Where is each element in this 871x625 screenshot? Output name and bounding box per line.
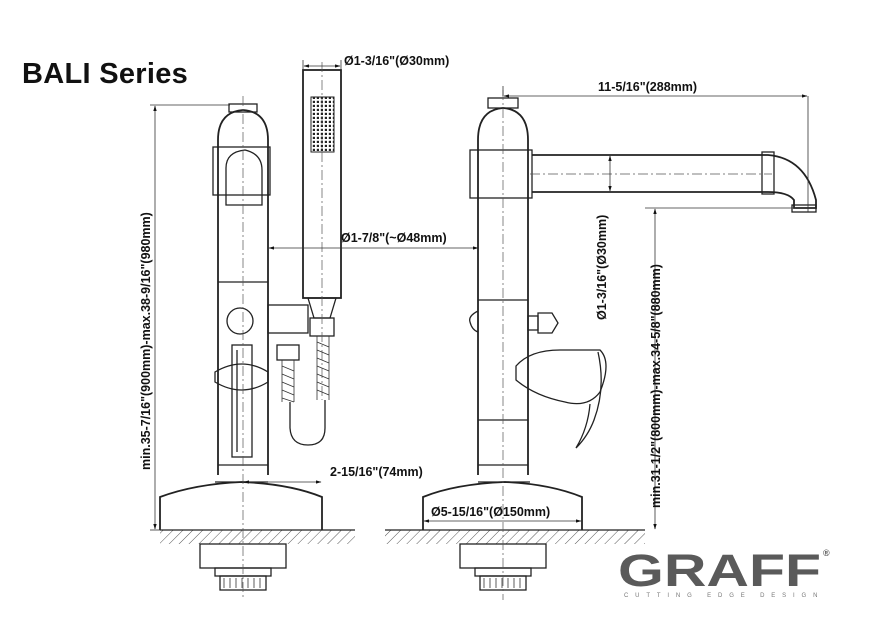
hose-left	[276, 336, 330, 446]
dim-spout-height: min.31-1/2"(800mm)-max.34-5/8"(880mm)	[645, 207, 796, 530]
body-right	[469, 90, 607, 600]
dim-shower-offset: 2-15/16"(74mm)	[243, 465, 423, 484]
floor-right	[385, 529, 645, 544]
dim-base-diameter-label: Ø5-15/16"(Ø150mm)	[431, 505, 550, 519]
hand-shower-left	[302, 62, 342, 400]
dim-shower-offset-label: 2-15/16"(74mm)	[330, 465, 423, 479]
left-view: min.35-7/16"(900mm)-max.38-9/16"(980mm) …	[139, 54, 479, 600]
dim-hand-shower: Ø1-3/16"(Ø30mm)	[302, 54, 449, 70]
dim-base-diameter: Ø5-15/16"(Ø150mm)	[423, 505, 582, 523]
dim-body-diameter: Ø1-7/8"(~Ø48mm)	[268, 231, 479, 250]
dim-spout-diameter-label: Ø1-3/16"(Ø30mm)	[595, 215, 609, 320]
dim-total-height: min.35-7/16"(900mm)-max.38-9/16"(980mm)	[139, 104, 230, 531]
graff-logo: GRAFF ® CUTTING EDGE DESIGN	[618, 545, 830, 599]
body-left	[212, 96, 309, 600]
dim-spout-reach: 11-5/16"(288mm)	[502, 80, 809, 212]
dim-spout-reach-label: 11-5/16"(288mm)	[598, 80, 697, 94]
logo-tagline: CUTTING EDGE DESIGN	[624, 593, 820, 599]
right-view: 11-5/16"(288mm) Ø1-3/16"(Ø30mm) min.31-1…	[385, 80, 817, 600]
floor-left	[160, 529, 355, 544]
dim-total-height-label: min.35-7/16"(900mm)-max.38-9/16"(980mm)	[139, 212, 153, 470]
page-title: BALI Series	[22, 58, 189, 90]
dim-body-diameter-label: Ø1-7/8"(~Ø48mm)	[341, 231, 447, 245]
dim-spout-height-label: min.31-1/2"(800mm)-max.34-5/8"(880mm)	[649, 264, 663, 508]
dim-hand-shower-label: Ø1-3/16"(Ø30mm)	[344, 54, 449, 68]
base-left	[159, 481, 323, 530]
logo-brand: GRAFF	[618, 545, 821, 596]
spout-right	[530, 151, 817, 213]
base-right	[422, 481, 583, 530]
logo-registered: ®	[823, 548, 830, 558]
dim-spout-diameter: Ø1-3/16"(Ø30mm)	[595, 155, 612, 320]
